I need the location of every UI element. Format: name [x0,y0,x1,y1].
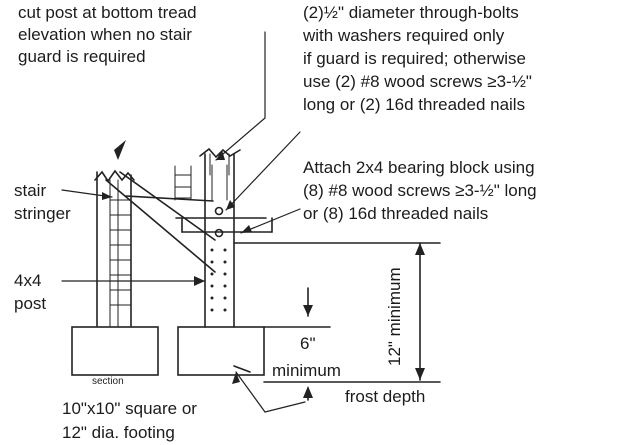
bearing-block-note-line-3: or (8) 16d threaded nails [303,204,489,223]
twelve-inch-minimum-label: 12" minimum [385,267,404,366]
bolts-note-line-5: long or (2) 16d threaded nails [303,95,526,114]
frost-depth-label: frost depth [345,387,426,406]
bearing-block-note-line-1: Attach 2x4 bearing block using [303,158,535,177]
stair-label: stair [14,181,47,200]
center-post [204,153,235,328]
right-footing [177,326,265,376]
leader-lines [61,31,306,413]
bolt-holes [214,206,224,238]
stringer-post-hatching [109,199,132,306]
footing-note-line-2: 12" dia. footing [62,423,175,442]
left-footing [71,326,159,376]
bearing-block-note-line-2: (8) #8 wood screws ≥3-½" long [303,181,537,200]
screw-dots [210,248,227,312]
bolts-note-line-2: with washers required only [303,26,505,45]
cut-post-note-line-3: guard is required [18,47,146,66]
section-label: section [92,376,124,387]
bolts-note-line-4: use (2) #8 wood screws ≥3-½" [303,72,532,91]
post-top-break [199,147,241,176]
bolts-note-line-1: (2)½" diameter through-bolts [303,3,519,22]
cut-post-note-line-1: cut post at bottom tread [18,3,197,22]
post-label: post [14,294,47,313]
post-size-label: 4x4 [14,271,42,290]
top-hatching [174,165,192,201]
stringer-top-break [94,169,135,183]
stair-stringer-diagonals [105,171,216,273]
stair-stringer-tick [114,140,126,160]
six-inch-label: 6" [300,334,316,353]
guard-rails [175,217,273,233]
bolts-note-line-3: if guard is required; otherwise [303,49,527,68]
minimum-label: minimum [272,361,341,380]
leader-arrowheads [102,150,252,384]
cut-post-note-line-2: elevation when no stair [18,25,192,44]
footing-note-line-1: 10"x10" square or [62,399,197,418]
center-footing-tick [233,365,251,373]
dimension-arrowheads [303,243,425,398]
stringer-label: stringer [14,204,71,223]
